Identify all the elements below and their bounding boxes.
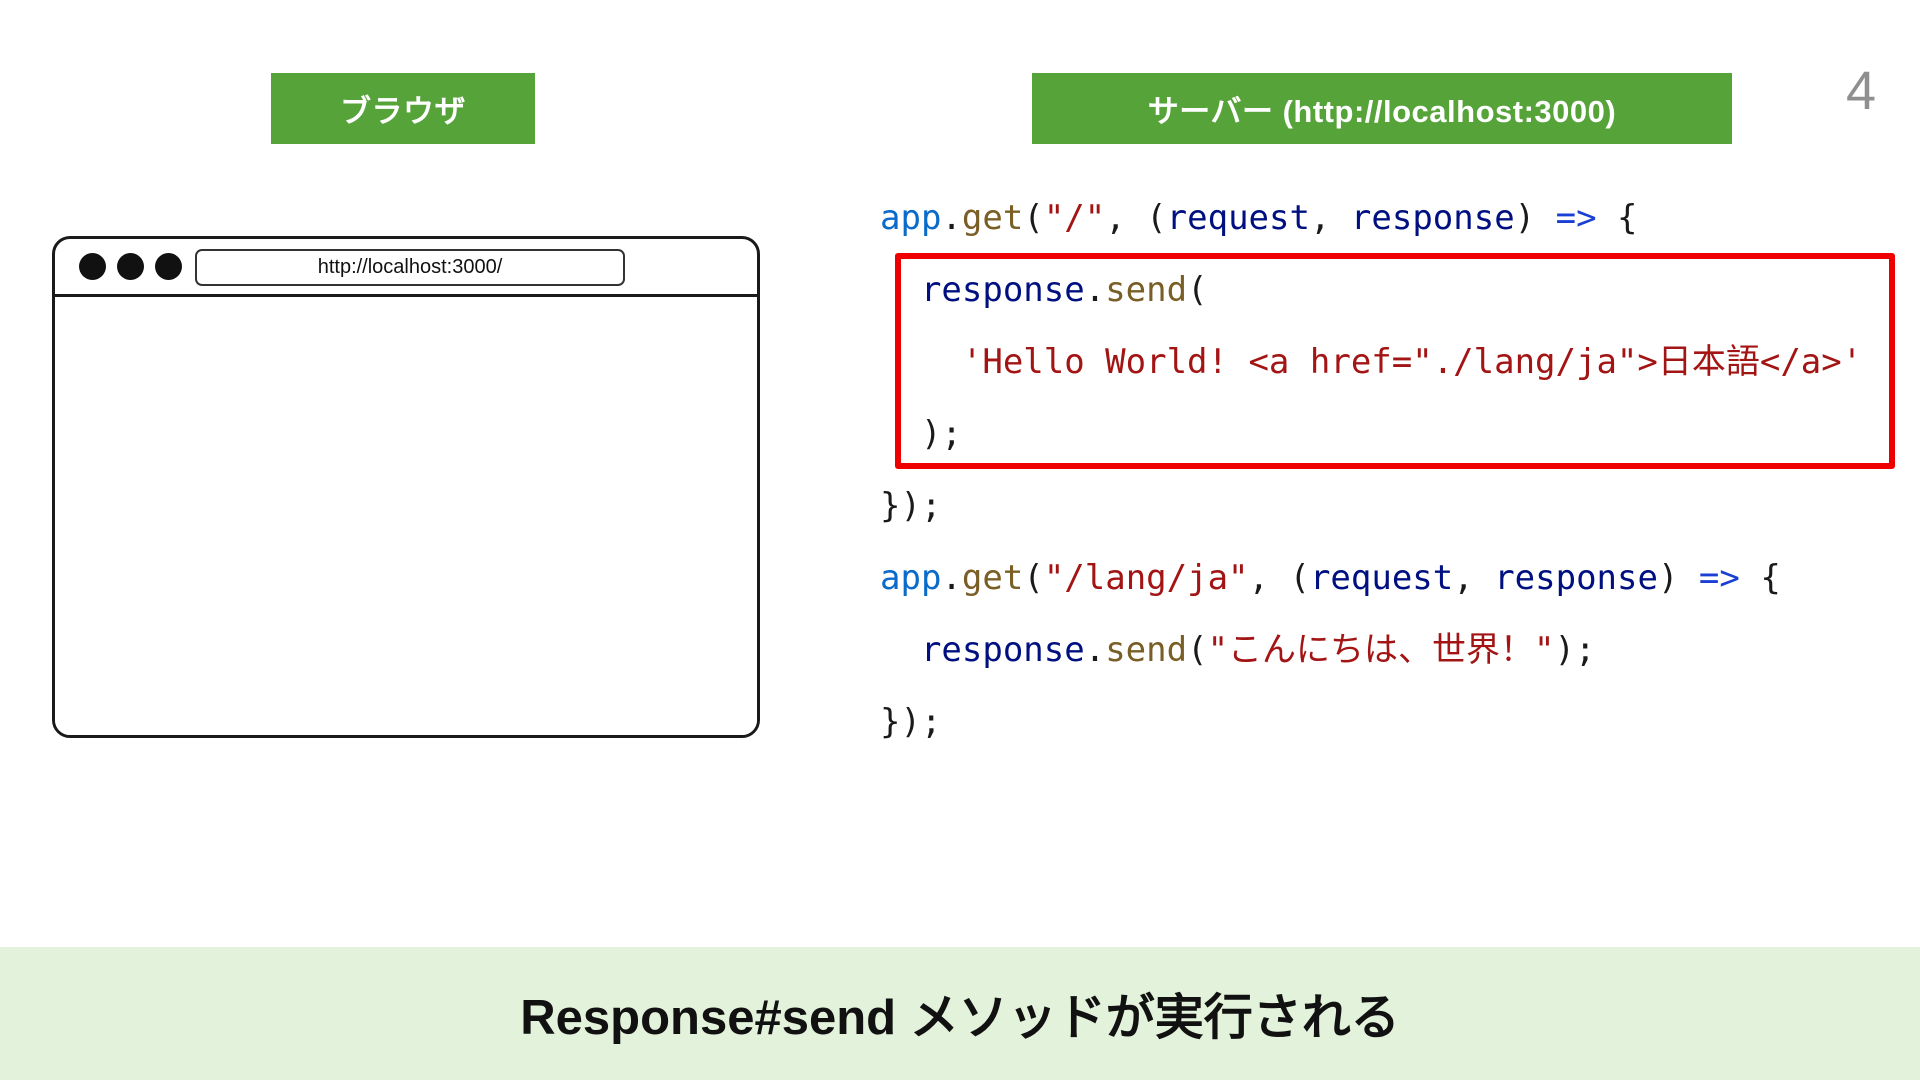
code-line: app.get("/lang/ja", (request, response) … <box>880 542 1862 614</box>
code-token <box>880 630 921 670</box>
code-token: ); <box>1554 630 1596 670</box>
code-token: ( <box>1187 630 1208 670</box>
code-line: ); <box>880 398 1862 470</box>
code-line: }); <box>880 470 1862 542</box>
code-token: . <box>1084 630 1106 670</box>
code-token <box>880 342 962 382</box>
code-token: ( <box>1023 198 1044 238</box>
code-token: response <box>1494 558 1658 598</box>
code-line: response.send( <box>880 254 1862 326</box>
window-control-dot <box>155 253 182 280</box>
code-token: response <box>920 630 1085 670</box>
browser-label: ブラウザ <box>271 73 535 144</box>
code-token: , <box>1453 558 1495 598</box>
code-line: }); <box>880 686 1862 758</box>
browser-window: http://localhost:3000/ <box>52 236 760 738</box>
server-label: サーバー (http://localhost:3000) <box>1032 73 1732 144</box>
code-line: app.get("/", (request, response) => { <box>880 182 1862 254</box>
caption-text: Response#send メソッドが実行される <box>520 991 1400 1045</box>
code-token: => <box>1555 198 1597 238</box>
code-token: . <box>1084 270 1106 310</box>
code-token: , ( <box>1105 198 1167 238</box>
window-control-dot <box>117 253 144 280</box>
browser-window-body <box>55 297 757 735</box>
code-token <box>880 270 921 310</box>
code-token: }); <box>880 702 942 742</box>
code-token: request <box>1309 558 1454 598</box>
code-token: "こんにちは、世界！" <box>1207 630 1555 670</box>
url-field: http://localhost:3000/ <box>195 249 625 286</box>
code-token: send <box>1105 630 1188 670</box>
code-token: send <box>1105 270 1188 310</box>
code-token: => <box>1698 558 1740 598</box>
code-token: }); <box>880 486 942 526</box>
code-token: "/lang/ja" <box>1043 558 1249 598</box>
code-token: , ( <box>1248 558 1310 598</box>
browser-window-topbar: http://localhost:3000/ <box>55 239 757 297</box>
page-number: 4 <box>1845 61 1876 121</box>
code-token: request <box>1166 198 1310 238</box>
code-line: response.send("こんにちは、世界！"); <box>880 614 1862 686</box>
code-block: app.get("/", (request, response) => { re… <box>880 182 1862 758</box>
code-token: "/" <box>1043 198 1106 238</box>
code-token: app <box>880 558 942 598</box>
code-token: . <box>941 198 962 238</box>
code-token: { <box>1739 558 1781 598</box>
code-token: ) <box>1514 198 1556 238</box>
code-token: , <box>1309 198 1351 238</box>
code-token: app <box>880 198 942 238</box>
code-token: response <box>1350 198 1515 238</box>
code-token: ( <box>1187 270 1208 310</box>
code-token: ( <box>1023 558 1044 598</box>
window-control-dot <box>79 253 106 280</box>
code-token: response <box>920 270 1085 310</box>
code-token: 'Hello World! <a href="./lang/ja">日本語</a… <box>961 342 1863 382</box>
code-token: ); <box>880 414 962 454</box>
code-token: ) <box>1657 558 1699 598</box>
code-token: { <box>1596 198 1638 238</box>
code-token: get <box>961 558 1024 598</box>
code-token: . <box>941 558 962 598</box>
code-token: get <box>961 198 1024 238</box>
caption-bar: Response#send メソッドが実行される <box>0 947 1920 1080</box>
code-line: 'Hello World! <a href="./lang/ja">日本語</a… <box>880 326 1862 398</box>
